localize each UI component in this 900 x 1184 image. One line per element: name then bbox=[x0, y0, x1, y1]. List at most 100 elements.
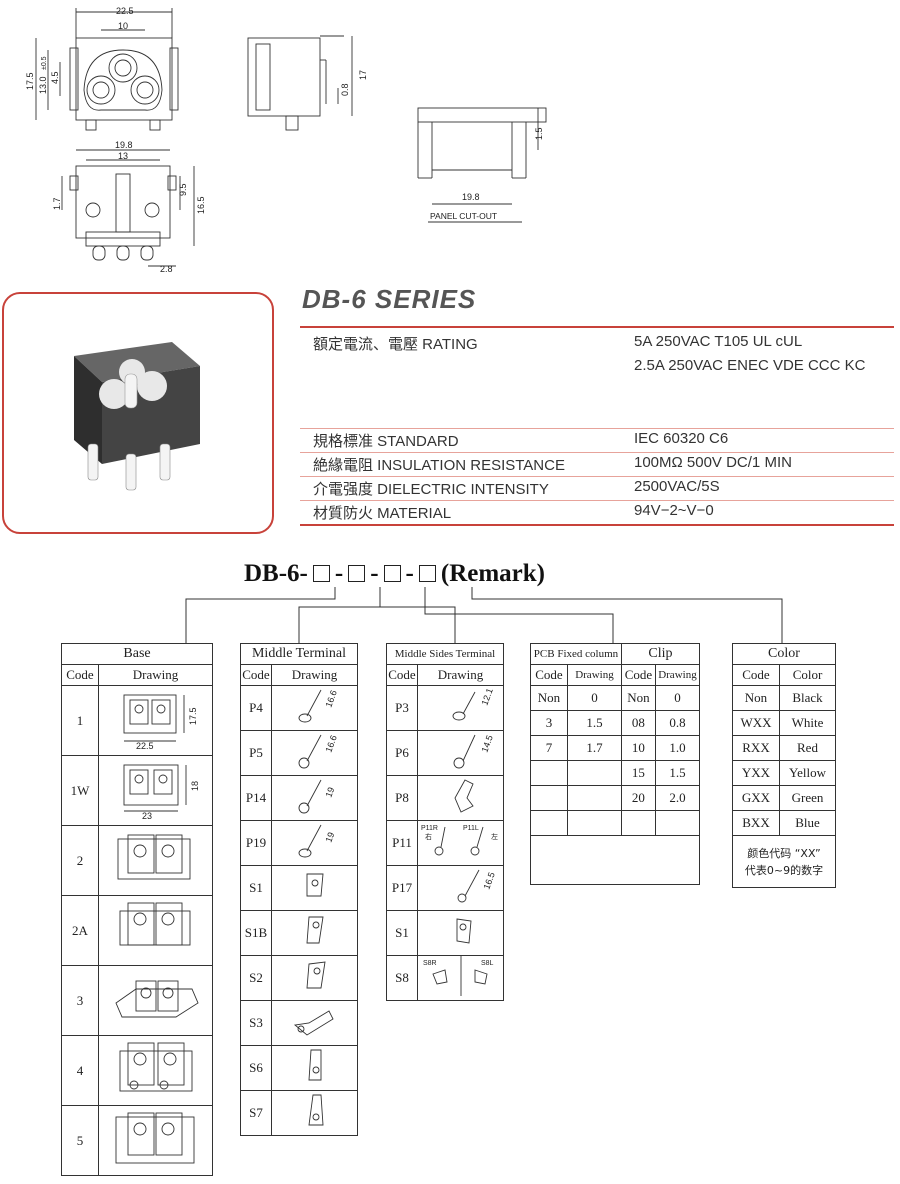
color-name: White bbox=[779, 710, 836, 736]
spec-divider bbox=[300, 452, 894, 453]
middle-terminal-title: Middle Terminal bbox=[240, 643, 358, 665]
color-name: Yellow bbox=[779, 760, 836, 786]
clip-value bbox=[654, 810, 701, 836]
base-code: 2A bbox=[61, 895, 99, 966]
dim: 22.5 bbox=[136, 741, 154, 751]
base-code: 1W bbox=[61, 755, 99, 826]
col-code: Code bbox=[530, 664, 568, 686]
col-code: Code bbox=[240, 664, 272, 686]
middle-terminal-code-box bbox=[348, 565, 366, 582]
order-code-sep: - bbox=[334, 560, 344, 587]
terminal-code: S3 bbox=[240, 1000, 272, 1046]
sub-label: P11R bbox=[421, 825, 438, 832]
base-drawing bbox=[98, 825, 213, 896]
spec-rating-label: 額定電流、電壓 RATING bbox=[313, 336, 478, 353]
spec-dielectric-label: 介電强度 DIELECTRIC INTENSITY bbox=[313, 481, 549, 498]
terminal-code: P5 bbox=[240, 730, 272, 776]
sub-label: 左 bbox=[491, 832, 498, 841]
sides-code: P8 bbox=[386, 775, 418, 821]
order-code-prefix: DB-6- bbox=[244, 560, 308, 587]
product-photo-frame bbox=[2, 292, 274, 534]
terminal-drawing: 16.6 bbox=[271, 730, 358, 776]
dim-bottom-height: 16.5 bbox=[196, 196, 206, 214]
order-code-sep: - bbox=[370, 560, 379, 587]
pcb-value: 1.5 bbox=[567, 710, 622, 736]
terminal-drawing bbox=[271, 1000, 358, 1046]
color-name: Red bbox=[779, 735, 836, 761]
pcb-code bbox=[530, 760, 568, 786]
spec-dielectric-value: 2500VAC/5S bbox=[634, 478, 720, 495]
sides-terminal-title: Middle Sides Terminal bbox=[386, 643, 504, 665]
terminal-code: P19 bbox=[240, 820, 272, 866]
dim: 17.5 bbox=[188, 707, 198, 725]
pcb-value bbox=[567, 760, 622, 786]
clip-code: 20 bbox=[620, 785, 656, 811]
spec-divider bbox=[300, 326, 894, 328]
pcb-value bbox=[567, 810, 622, 836]
spec-insulation-label: 絶緣電阻 INSULATION RESISTANCE bbox=[313, 457, 565, 474]
spec-divider bbox=[300, 524, 894, 526]
clip-title: Clip bbox=[620, 643, 701, 665]
clip-value: 2.0 bbox=[654, 785, 701, 811]
dim-side-thickness: 0.8 bbox=[340, 83, 350, 96]
color-note-line-2: 代表0~9的数字 bbox=[744, 863, 824, 877]
color-note-line-1: 颜色代码 “XX” bbox=[747, 846, 821, 860]
sub-label: 右 bbox=[425, 832, 432, 841]
clip-value: 0 bbox=[654, 685, 701, 711]
col-code: Code bbox=[386, 664, 418, 686]
spec-divider bbox=[300, 476, 894, 477]
base-drawing bbox=[98, 1035, 213, 1106]
base-drawing bbox=[98, 1105, 213, 1176]
sides-drawing bbox=[417, 775, 504, 821]
bottom-view-drawing bbox=[61, 149, 195, 267]
dim: 19 bbox=[323, 786, 336, 799]
sub-label: P11L bbox=[463, 825, 479, 832]
sides-code: S1 bbox=[386, 910, 418, 956]
base-drawing bbox=[98, 965, 213, 1036]
panel-cutout-drawing bbox=[417, 107, 547, 205]
spec-standard-value: IEC 60320 C6 bbox=[634, 430, 729, 447]
spec-material-label: 材質防火 MATERIAL bbox=[313, 505, 452, 522]
dim: 12.1 bbox=[479, 687, 494, 707]
terminal-drawing: 19 bbox=[271, 820, 358, 866]
dim-cutout-depth: 1.5 bbox=[534, 127, 544, 140]
clip-code: 10 bbox=[620, 735, 656, 761]
panel-cutout-label: PANEL CUT-OUT bbox=[430, 211, 497, 221]
sides-drawing: 14.5 bbox=[417, 730, 504, 776]
clip-code: 15 bbox=[620, 760, 656, 786]
sub-label: S8R bbox=[423, 960, 437, 967]
base-code: 5 bbox=[61, 1105, 99, 1176]
col-drawing: Drawing bbox=[567, 664, 622, 686]
pcb-clip-empty bbox=[530, 835, 700, 885]
col-code: Code bbox=[61, 664, 99, 686]
side-view-drawing bbox=[247, 35, 353, 131]
terminal-drawing bbox=[271, 910, 358, 956]
terminal-code: S6 bbox=[240, 1045, 272, 1091]
terminal-drawing bbox=[271, 865, 358, 911]
sides-code: P3 bbox=[386, 685, 418, 731]
pcb-code: 3 bbox=[530, 710, 568, 736]
terminal-code: P4 bbox=[240, 685, 272, 731]
base-drawing: 22.5 17.5 bbox=[98, 685, 213, 756]
pcb-code bbox=[530, 785, 568, 811]
terminal-drawing bbox=[271, 1045, 358, 1091]
col-code: Code bbox=[732, 664, 780, 686]
order-code-format: DB-6----(Remark) bbox=[244, 560, 545, 588]
sides-terminal-code-box bbox=[383, 565, 401, 582]
col-drawing: Drawing bbox=[271, 664, 358, 686]
dim-side-height: 17 bbox=[358, 70, 368, 80]
clip-value: 1.5 bbox=[654, 760, 701, 786]
sides-drawing: 16.5 bbox=[417, 865, 504, 911]
color-name: Black bbox=[779, 685, 836, 711]
terminal-drawing bbox=[271, 1090, 358, 1136]
dim-front-inner: 13.0 bbox=[38, 76, 48, 94]
dim: 16.6 bbox=[323, 734, 338, 754]
pcb-value: 1.7 bbox=[567, 735, 622, 761]
clip-code: 08 bbox=[620, 710, 656, 736]
sides-drawing bbox=[417, 910, 504, 956]
terminal-code: S1B bbox=[240, 910, 272, 956]
spec-insulation-value: 100MΩ 500V DC/1 MIN bbox=[634, 454, 792, 471]
